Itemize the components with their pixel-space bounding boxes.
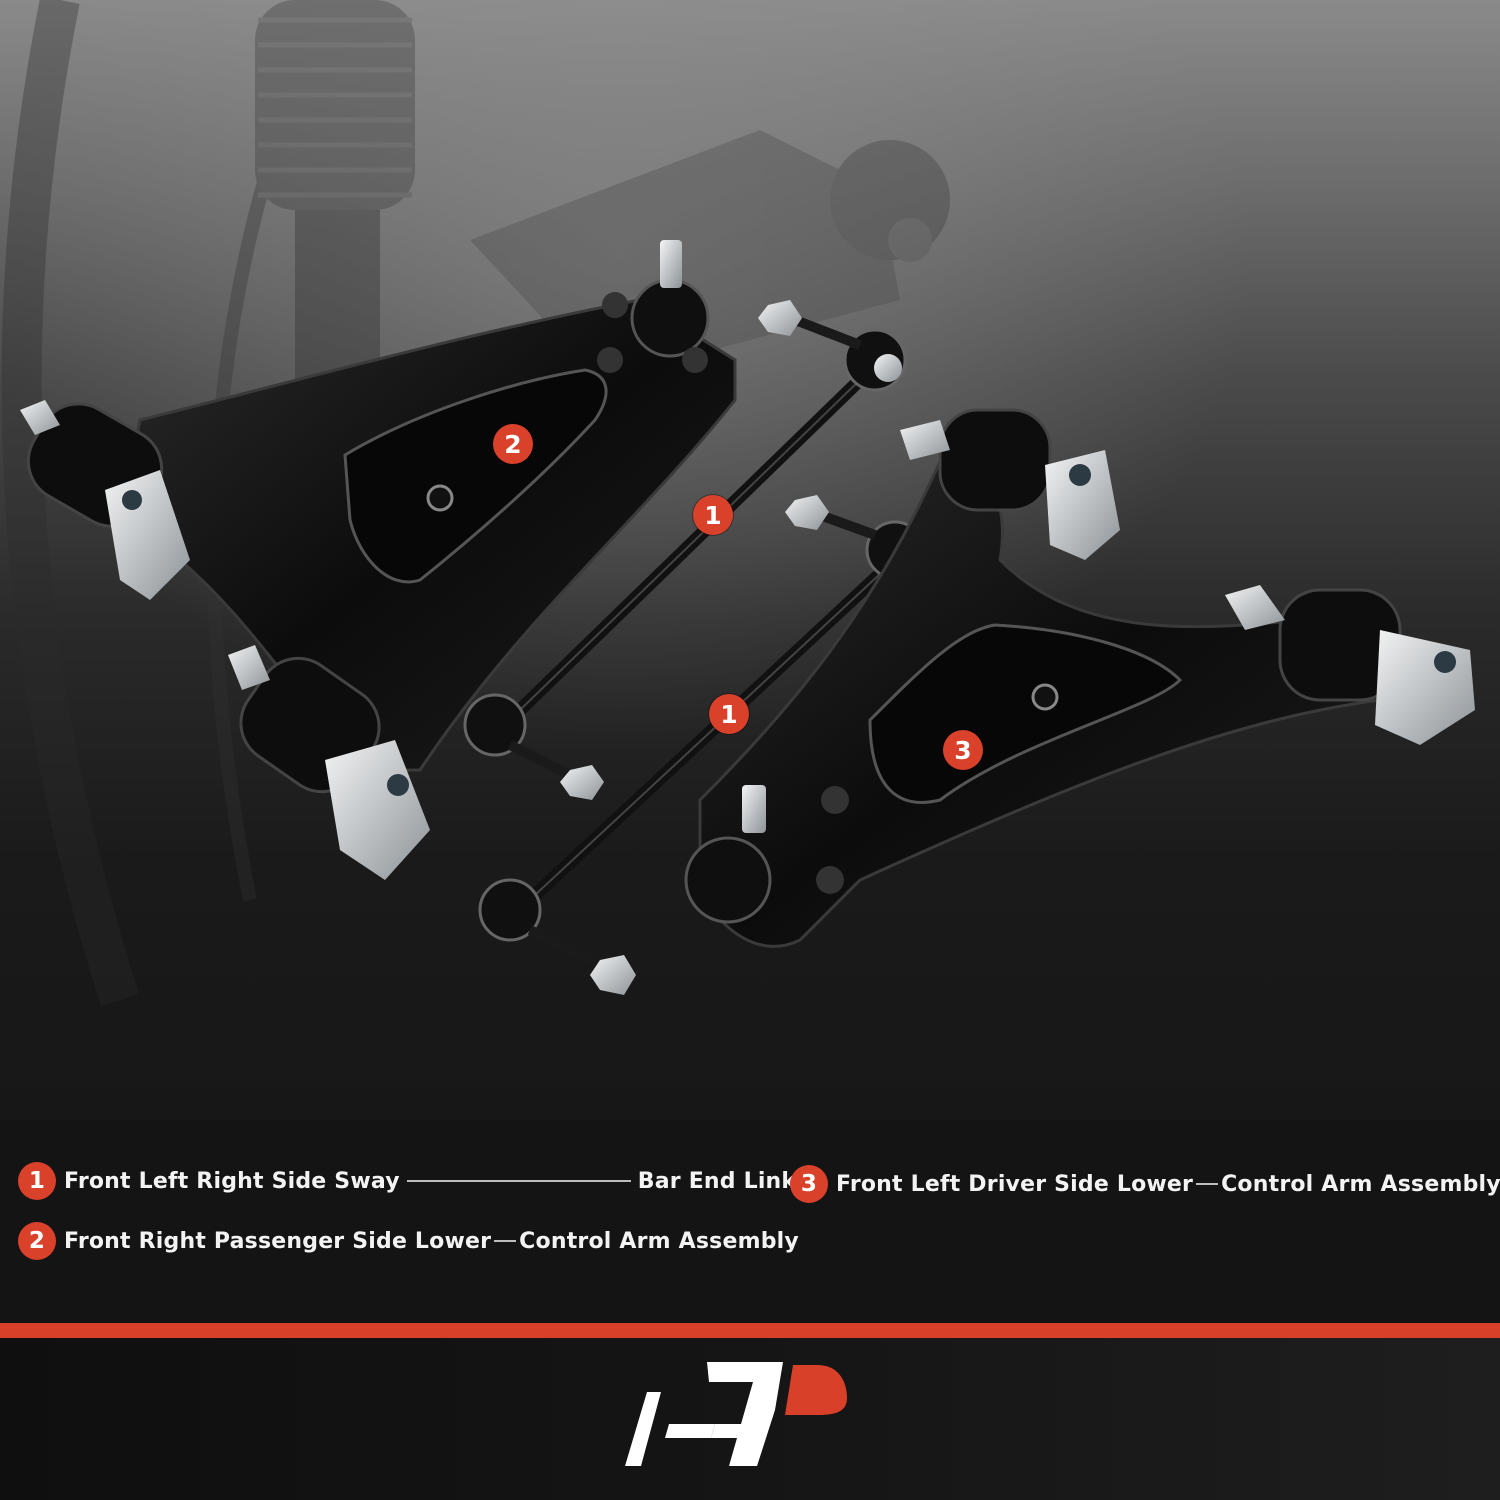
legend-badge-1: 1 bbox=[18, 1162, 56, 1200]
callout-badge-1-lower: 1 bbox=[709, 694, 749, 734]
legend-connector-line bbox=[1196, 1183, 1219, 1185]
legend-item-3-right-text: Control Arm Assembly bbox=[1221, 1171, 1500, 1197]
brand-logo-icon bbox=[625, 1362, 847, 1466]
red-accent-divider bbox=[0, 1323, 1500, 1338]
callout-badge-2: 2 bbox=[493, 424, 533, 464]
legend-item-1-left-text: Front Left Right Side Sway bbox=[64, 1168, 400, 1194]
legend-item-3-left-text: Front Left Driver Side Lower bbox=[836, 1171, 1194, 1197]
callout-badge-1-upper: 1 bbox=[693, 495, 733, 535]
legend-item-1: 1 Front Left Right Side Sway Bar End Lin… bbox=[18, 1162, 796, 1200]
product-illustration bbox=[20, 0, 1475, 995]
control-arm-driver bbox=[684, 408, 1475, 948]
legend-item-2-right-text: Control Arm Assembly bbox=[519, 1228, 799, 1254]
legend-item-2: 2 Front Right Passenger Side Lower Contr… bbox=[18, 1222, 799, 1260]
callout-badge-3: 3 bbox=[943, 730, 983, 770]
sway-bar-link-upper bbox=[463, 300, 907, 800]
parts-legend: 1 Front Left Right Side Sway Bar End Lin… bbox=[0, 1150, 1500, 1280]
legend-connector-line bbox=[406, 1180, 631, 1182]
legend-badge-2: 2 bbox=[18, 1222, 56, 1260]
legend-item-3: 3 Front Left Driver Side Lower Control A… bbox=[790, 1165, 1500, 1203]
legend-connector-line bbox=[494, 1240, 517, 1242]
legend-badge-3: 3 bbox=[790, 1165, 828, 1203]
control-arm-passenger bbox=[20, 240, 737, 880]
product-photo: 2 1 1 3 bbox=[0, 0, 1500, 1120]
legend-item-1-right-text: Bar End Link bbox=[637, 1168, 797, 1194]
legend-item-2-left-text: Front Right Passenger Side Lower bbox=[64, 1228, 492, 1254]
